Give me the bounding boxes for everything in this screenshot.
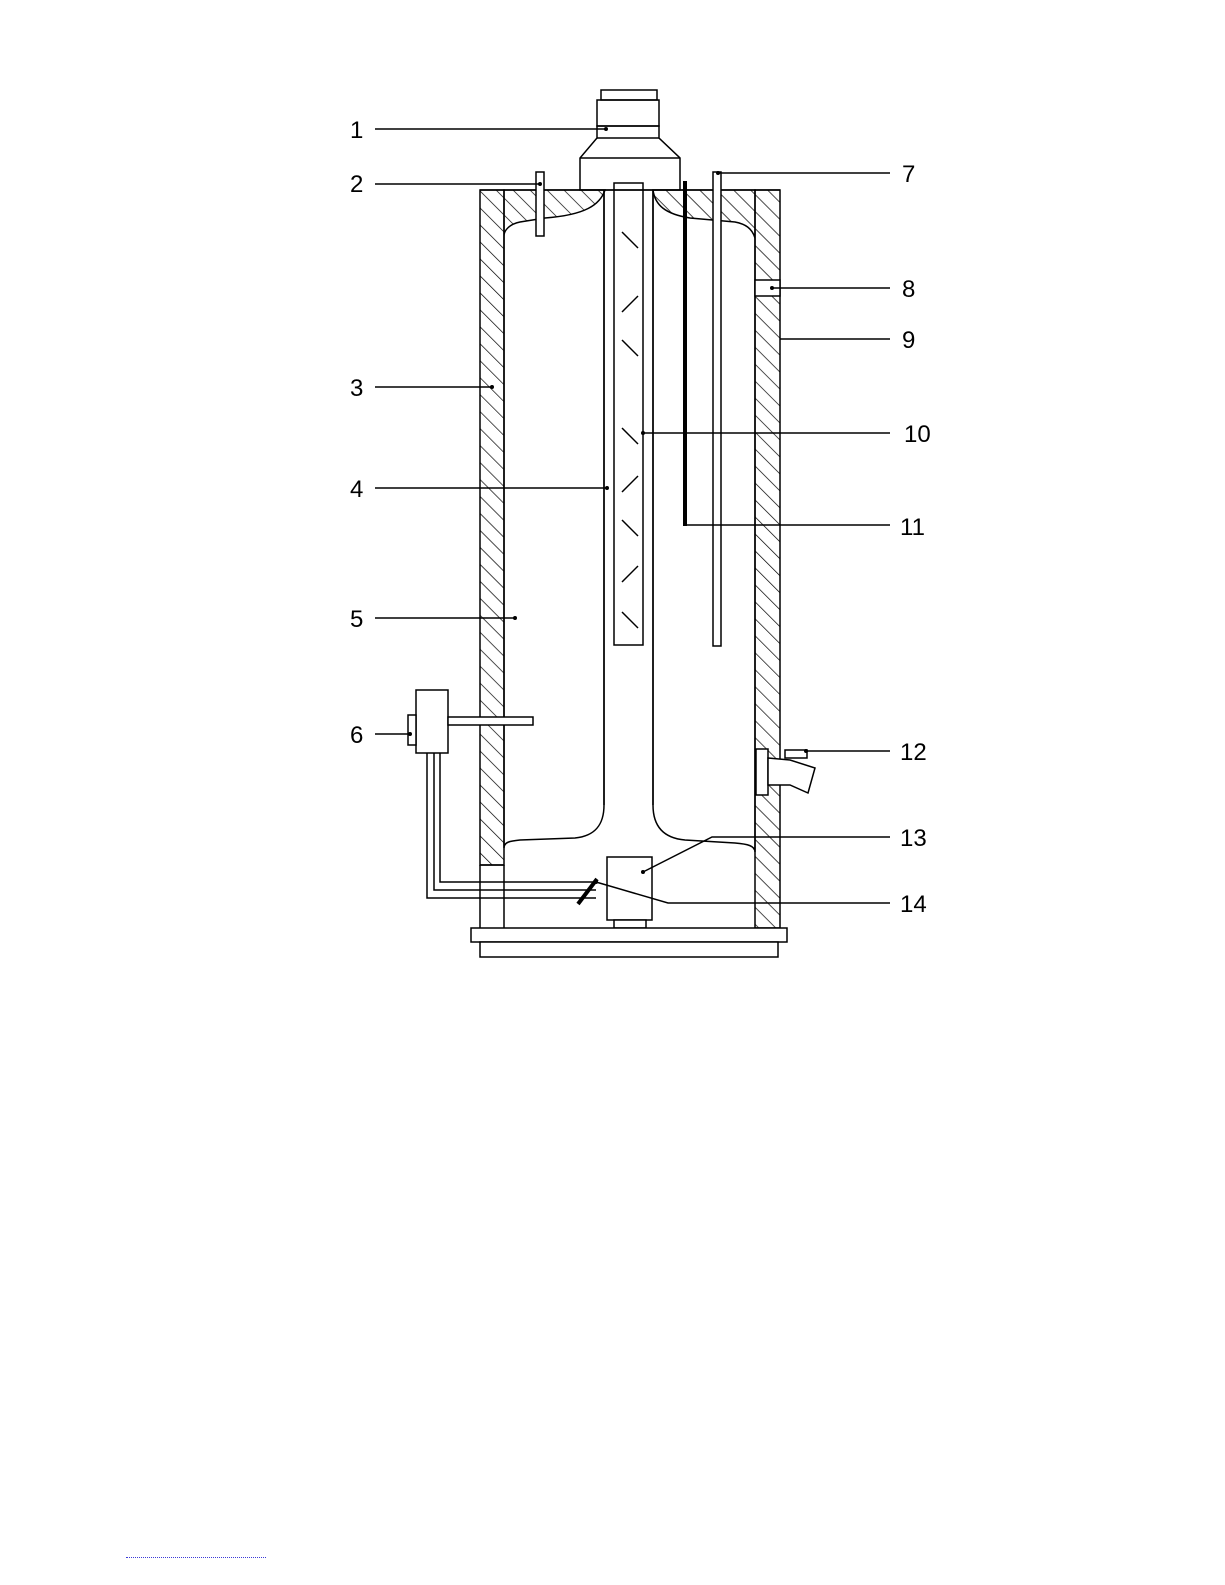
flue-connector <box>580 90 680 190</box>
callout-6: 6 <box>350 722 363 749</box>
callout-3: 3 <box>350 375 363 402</box>
insulation-jacket <box>480 190 780 928</box>
callout-12: 12 <box>900 739 927 766</box>
callout-11: 11 <box>900 514 925 541</box>
callout-5: 5 <box>350 606 363 633</box>
callout-13: 13 <box>900 825 927 852</box>
callout-numbers: 1 2 3 4 5 6 7 8 9 10 11 12 13 14 <box>350 117 931 918</box>
callout-8: 8 <box>902 276 915 303</box>
callout-10: 10 <box>904 421 931 448</box>
dip-tube <box>713 172 721 646</box>
footer-rule <box>126 1557 266 1558</box>
flue-baffle <box>614 183 643 645</box>
anode-rod <box>683 181 687 526</box>
hot-outlet-nipple <box>536 172 544 236</box>
flue-tube <box>604 190 653 805</box>
callout-4: 4 <box>350 476 363 503</box>
callout-7: 7 <box>902 161 915 188</box>
drain-valve <box>756 749 815 795</box>
callout-1: 1 <box>350 117 363 144</box>
callout-2: 2 <box>350 171 363 198</box>
callout-9: 9 <box>902 327 915 354</box>
callout-14: 14 <box>900 891 927 918</box>
